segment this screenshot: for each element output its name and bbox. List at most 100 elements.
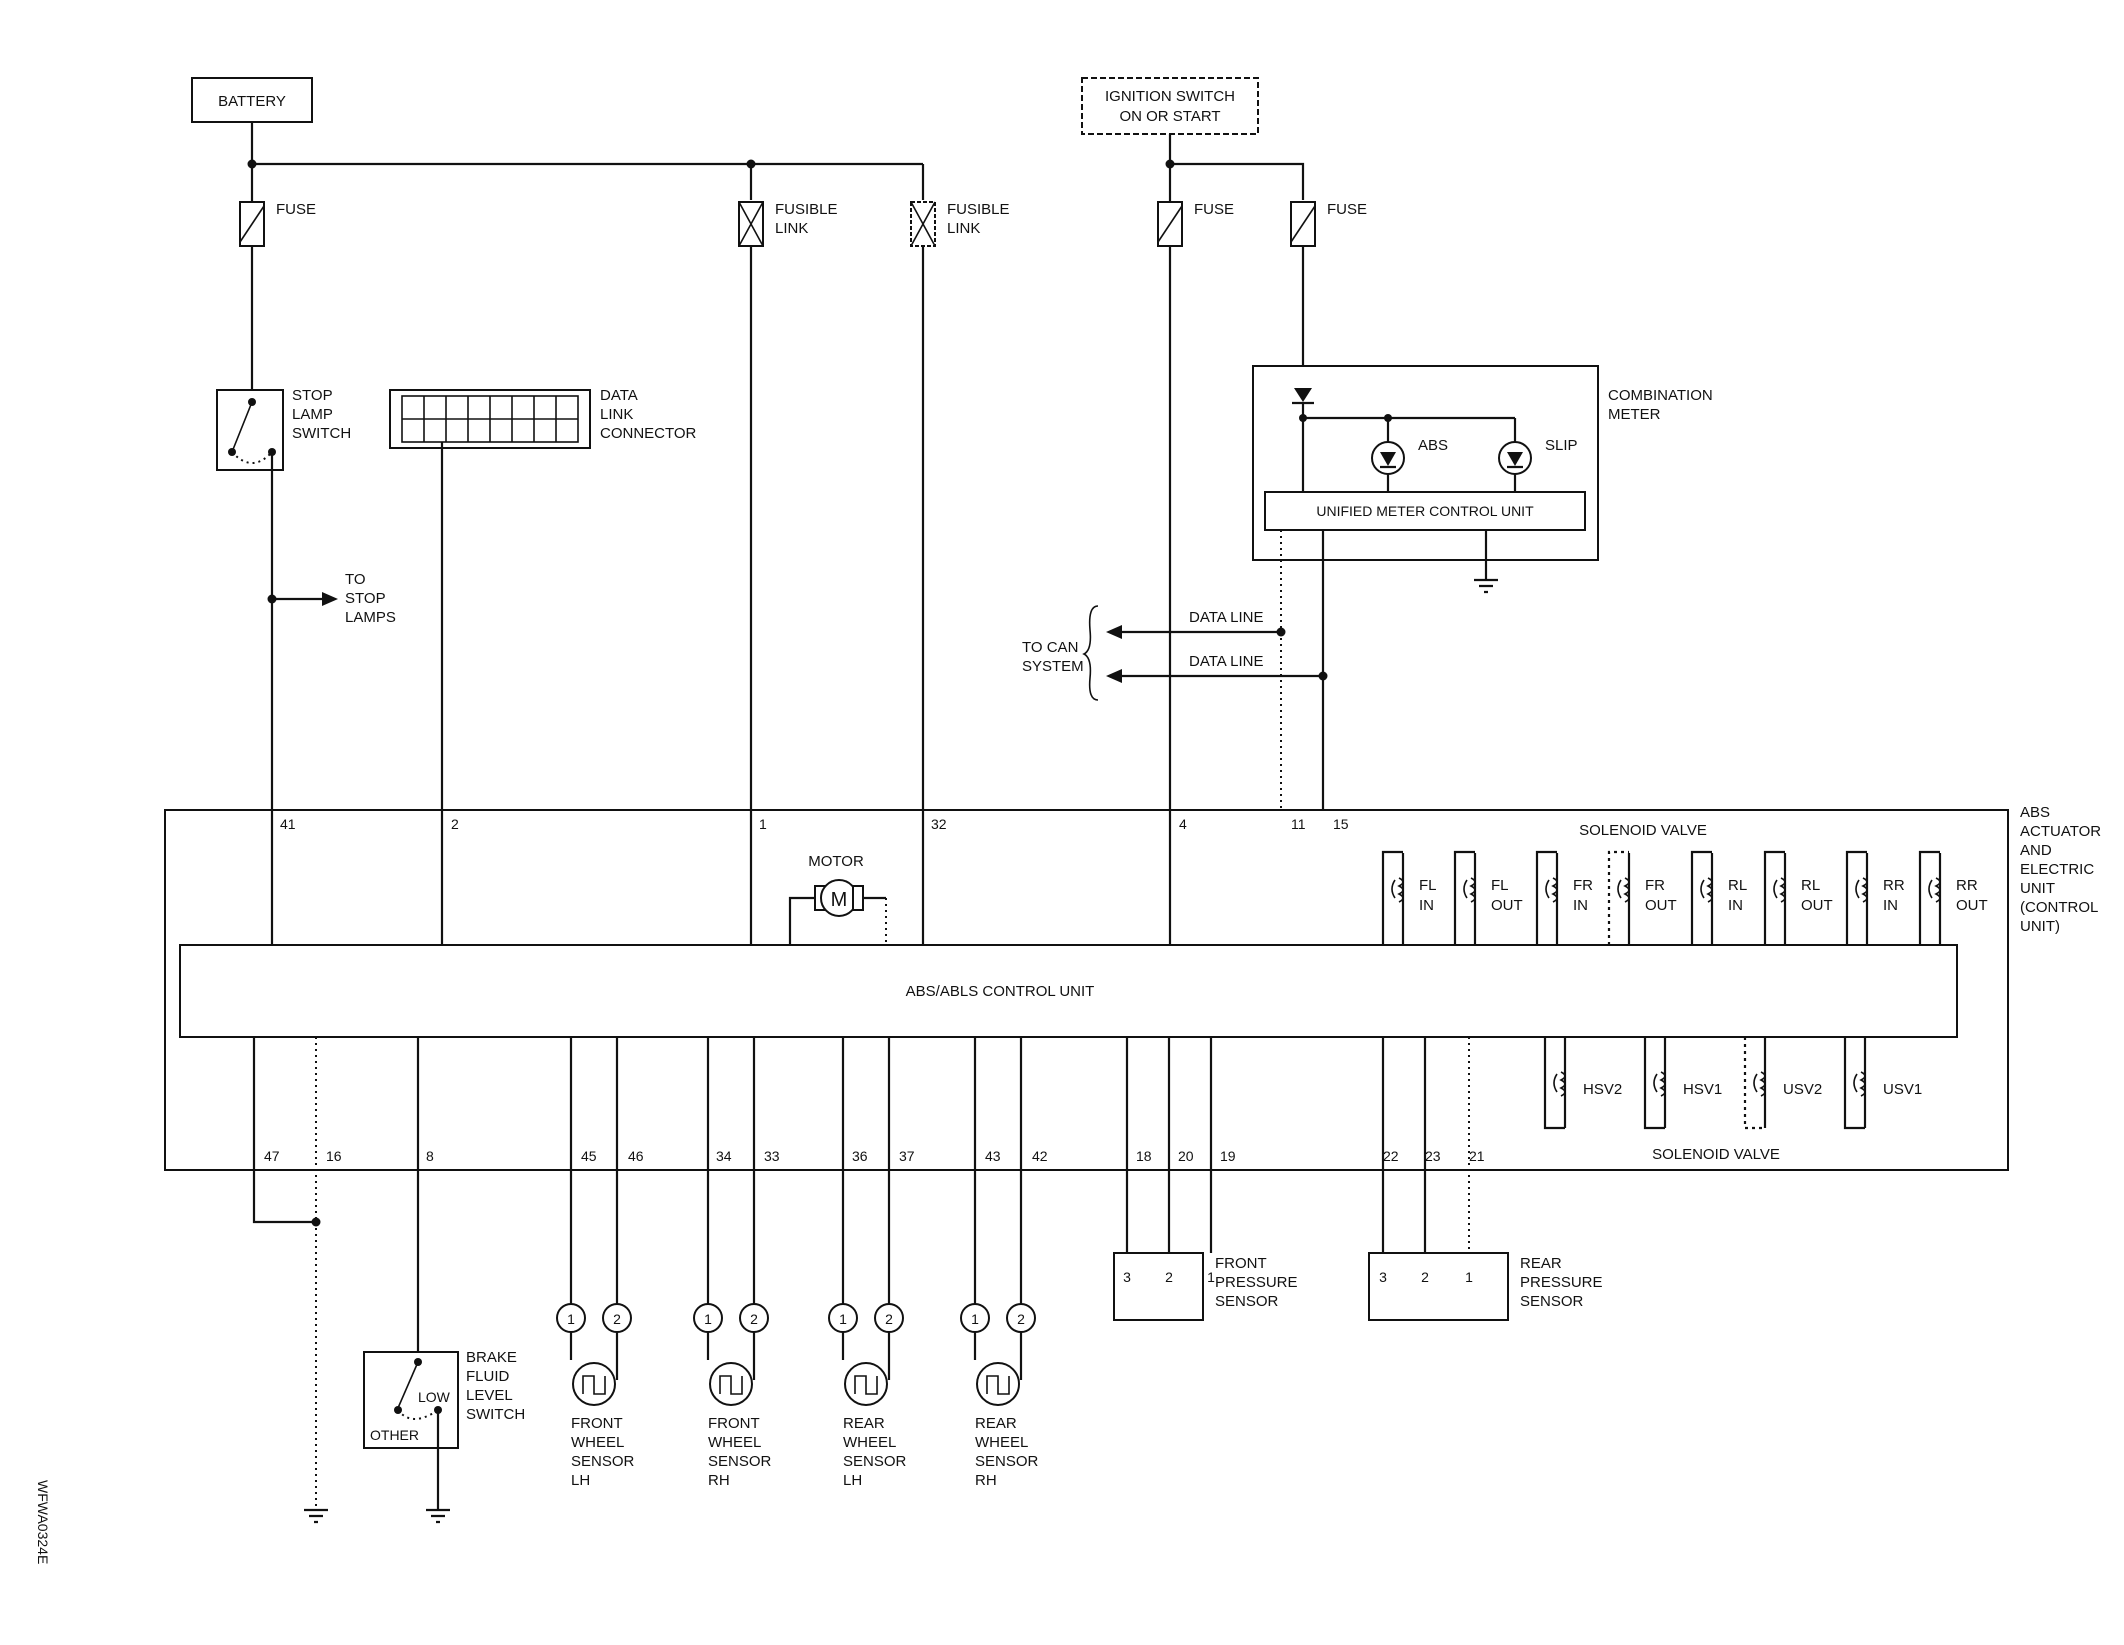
abs-control-unit: ABS/ABLS CONTROL UNIT	[179, 944, 1958, 1038]
svg-text:2: 2	[885, 1311, 893, 1327]
svg-text:36: 36	[852, 1148, 868, 1164]
svg-text:FRONT: FRONT	[1215, 1255, 1267, 1272]
svg-text:RR: RR	[1883, 877, 1905, 894]
svg-text:4: 4	[1179, 816, 1187, 832]
svg-text:42: 42	[1032, 1148, 1048, 1164]
bottom-pin-labels: 47 16 8 45 46 34 33 36 37 43 42 18 20 19…	[264, 1148, 1485, 1164]
svg-text:ABS/ABLS CONTROL UNIT: ABS/ABLS CONTROL UNIT	[906, 983, 1095, 1000]
fusible-link-1: FUSIBLE LINK	[738, 201, 838, 247]
slip-indicator-lamp: SLIP	[1498, 418, 1578, 492]
svg-text:SWITCH: SWITCH	[292, 425, 351, 442]
svg-text:2: 2	[451, 816, 459, 832]
svg-text:OUT: OUT	[1491, 897, 1523, 914]
svg-text:UNIT: UNIT	[2020, 880, 2055, 897]
svg-text:SENSOR: SENSOR	[708, 1453, 772, 1470]
svg-text:32: 32	[931, 816, 947, 832]
svg-text:WHEEL: WHEEL	[571, 1434, 624, 1451]
svg-text:37: 37	[899, 1148, 915, 1164]
svg-text:SWITCH: SWITCH	[466, 1406, 525, 1423]
svg-text:WHEEL: WHEEL	[843, 1434, 896, 1451]
svg-text:DATA LINE: DATA LINE	[1189, 609, 1263, 626]
data-link-connector: DATA LINK CONNECTOR	[389, 387, 697, 449]
svg-text:LEVEL: LEVEL	[466, 1387, 513, 1404]
brake-fluid-level-switch: LOW OTHER BRAKE FLUID LEVEL SWITCH	[363, 1037, 525, 1524]
svg-text:21: 21	[1469, 1148, 1485, 1164]
svg-text:PRESSURE: PRESSURE	[1520, 1274, 1603, 1291]
svg-text:FRONT: FRONT	[571, 1415, 623, 1432]
svg-text:BRAKE: BRAKE	[466, 1349, 517, 1366]
svg-text:15: 15	[1333, 816, 1349, 832]
svg-text:1: 1	[971, 1311, 979, 1327]
svg-text:METER: METER	[1608, 406, 1661, 423]
svg-text:FUSE: FUSE	[1194, 201, 1234, 218]
svg-text:ABS: ABS	[2020, 804, 2050, 821]
svg-text:LAMPS: LAMPS	[345, 609, 396, 626]
svg-text:TO CAN: TO CAN	[1022, 639, 1078, 656]
svg-text:HSV2: HSV2	[1583, 1081, 1622, 1098]
fuse-ignition-1: FUSE	[1157, 164, 1234, 247]
svg-text:M: M	[831, 889, 848, 911]
svg-text:1: 1	[1207, 1269, 1215, 1285]
svg-text:REAR: REAR	[1520, 1255, 1562, 1272]
svg-text:2: 2	[750, 1311, 758, 1327]
svg-text:DATA: DATA	[600, 387, 638, 404]
svg-text:1: 1	[1465, 1269, 1473, 1285]
svg-text:2: 2	[1165, 1269, 1173, 1285]
svg-text:OUT: OUT	[1801, 897, 1833, 914]
svg-text:2: 2	[613, 1311, 621, 1327]
ignition-switch-box: IGNITION SWITCH ON OR START	[1081, 77, 1259, 135]
svg-text:LAMP: LAMP	[292, 406, 333, 423]
battery-box: BATTERY	[191, 77, 313, 123]
svg-text:LH: LH	[843, 1472, 862, 1489]
to-stop-lamps-arrow: TO STOP LAMPS	[267, 571, 396, 626]
svg-text:STOP: STOP	[292, 387, 333, 404]
svg-text:43: 43	[985, 1148, 1001, 1164]
pump-motor: MOTOR M	[788, 853, 887, 945]
svg-text:SOLENOID VALVE: SOLENOID VALVE	[1579, 822, 1707, 839]
svg-text:16: 16	[326, 1148, 342, 1164]
svg-text:SENSOR: SENSOR	[571, 1453, 635, 1470]
svg-text:ACTUATOR: ACTUATOR	[2020, 823, 2101, 840]
svg-text:1: 1	[759, 816, 767, 832]
svg-text:LOW: LOW	[418, 1389, 451, 1405]
svg-text:UNIT): UNIT)	[2020, 918, 2060, 935]
fusible-link-2: FUSIBLE LINK	[910, 201, 1010, 247]
svg-text:RL: RL	[1801, 877, 1820, 894]
solenoid-valve-hsv1: HSV1	[1643, 1037, 1722, 1130]
svg-text:41: 41	[280, 816, 296, 832]
svg-text:IN: IN	[1419, 897, 1434, 914]
svg-text:WHEEL: WHEEL	[708, 1434, 761, 1451]
svg-text:11: 11	[1291, 816, 1306, 832]
can-data-lines: DATA LINE DATA LINE TO CAN SYSTEM	[1022, 605, 1328, 701]
svg-text:23: 23	[1425, 1148, 1441, 1164]
svg-text:45: 45	[581, 1148, 597, 1164]
svg-text:LH: LH	[571, 1472, 590, 1489]
abs-warning-lamp: ABS	[1371, 418, 1448, 492]
svg-text:1: 1	[839, 1311, 847, 1327]
top-pin-labels: 41 2 1 32 4 11 15	[280, 816, 1349, 832]
svg-text:ON OR START: ON OR START	[1119, 108, 1220, 125]
svg-text:RL: RL	[1728, 877, 1747, 894]
svg-text:8: 8	[426, 1148, 434, 1164]
svg-text:REAR: REAR	[975, 1415, 1017, 1432]
svg-text:FUSE: FUSE	[276, 201, 316, 218]
svg-text:STOP: STOP	[345, 590, 386, 607]
svg-text:RH: RH	[708, 1472, 730, 1489]
svg-text:3: 3	[1379, 1269, 1387, 1285]
svg-text:ELECTRIC: ELECTRIC	[2020, 861, 2094, 878]
svg-text:RH: RH	[975, 1472, 997, 1489]
svg-text:47: 47	[264, 1148, 280, 1164]
fuse-ignition-2: FUSE	[1290, 201, 1367, 247]
svg-text:LINK: LINK	[600, 406, 633, 423]
solenoid-valve-usv1: USV1	[1843, 1037, 1922, 1130]
svg-text:1: 1	[567, 1311, 575, 1327]
svg-text:SENSOR: SENSOR	[843, 1453, 907, 1470]
